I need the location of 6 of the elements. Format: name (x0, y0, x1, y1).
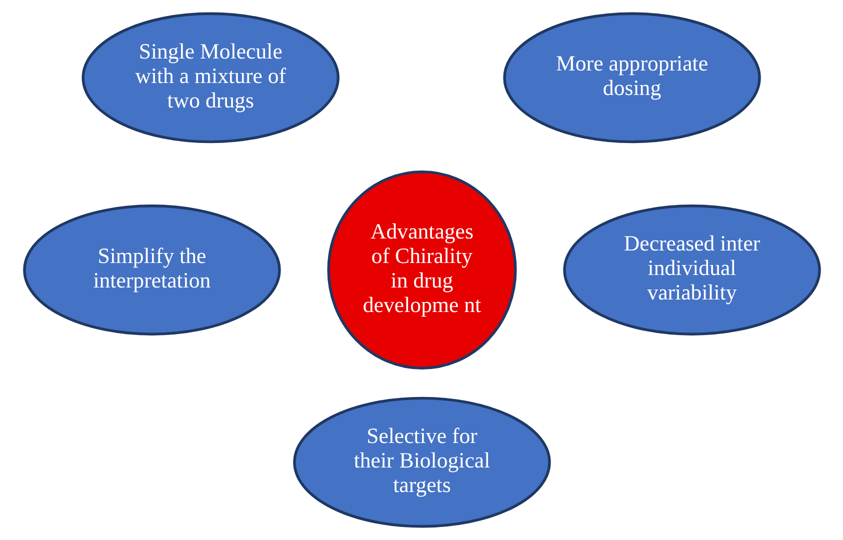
node-ellipse: Decreased inter individual variability (562, 204, 820, 336)
node-ellipse: Single Molecule with a mixture of two drugs (81, 12, 339, 144)
node-ellipse: More appropriate dosing (502, 12, 760, 144)
node-circle: Advantages of Chirality in drug developme nt (326, 170, 516, 370)
node-ellipse: Simplify the interpretation (22, 204, 280, 336)
node-ellipse: Selective for their Biological targets (292, 396, 550, 528)
